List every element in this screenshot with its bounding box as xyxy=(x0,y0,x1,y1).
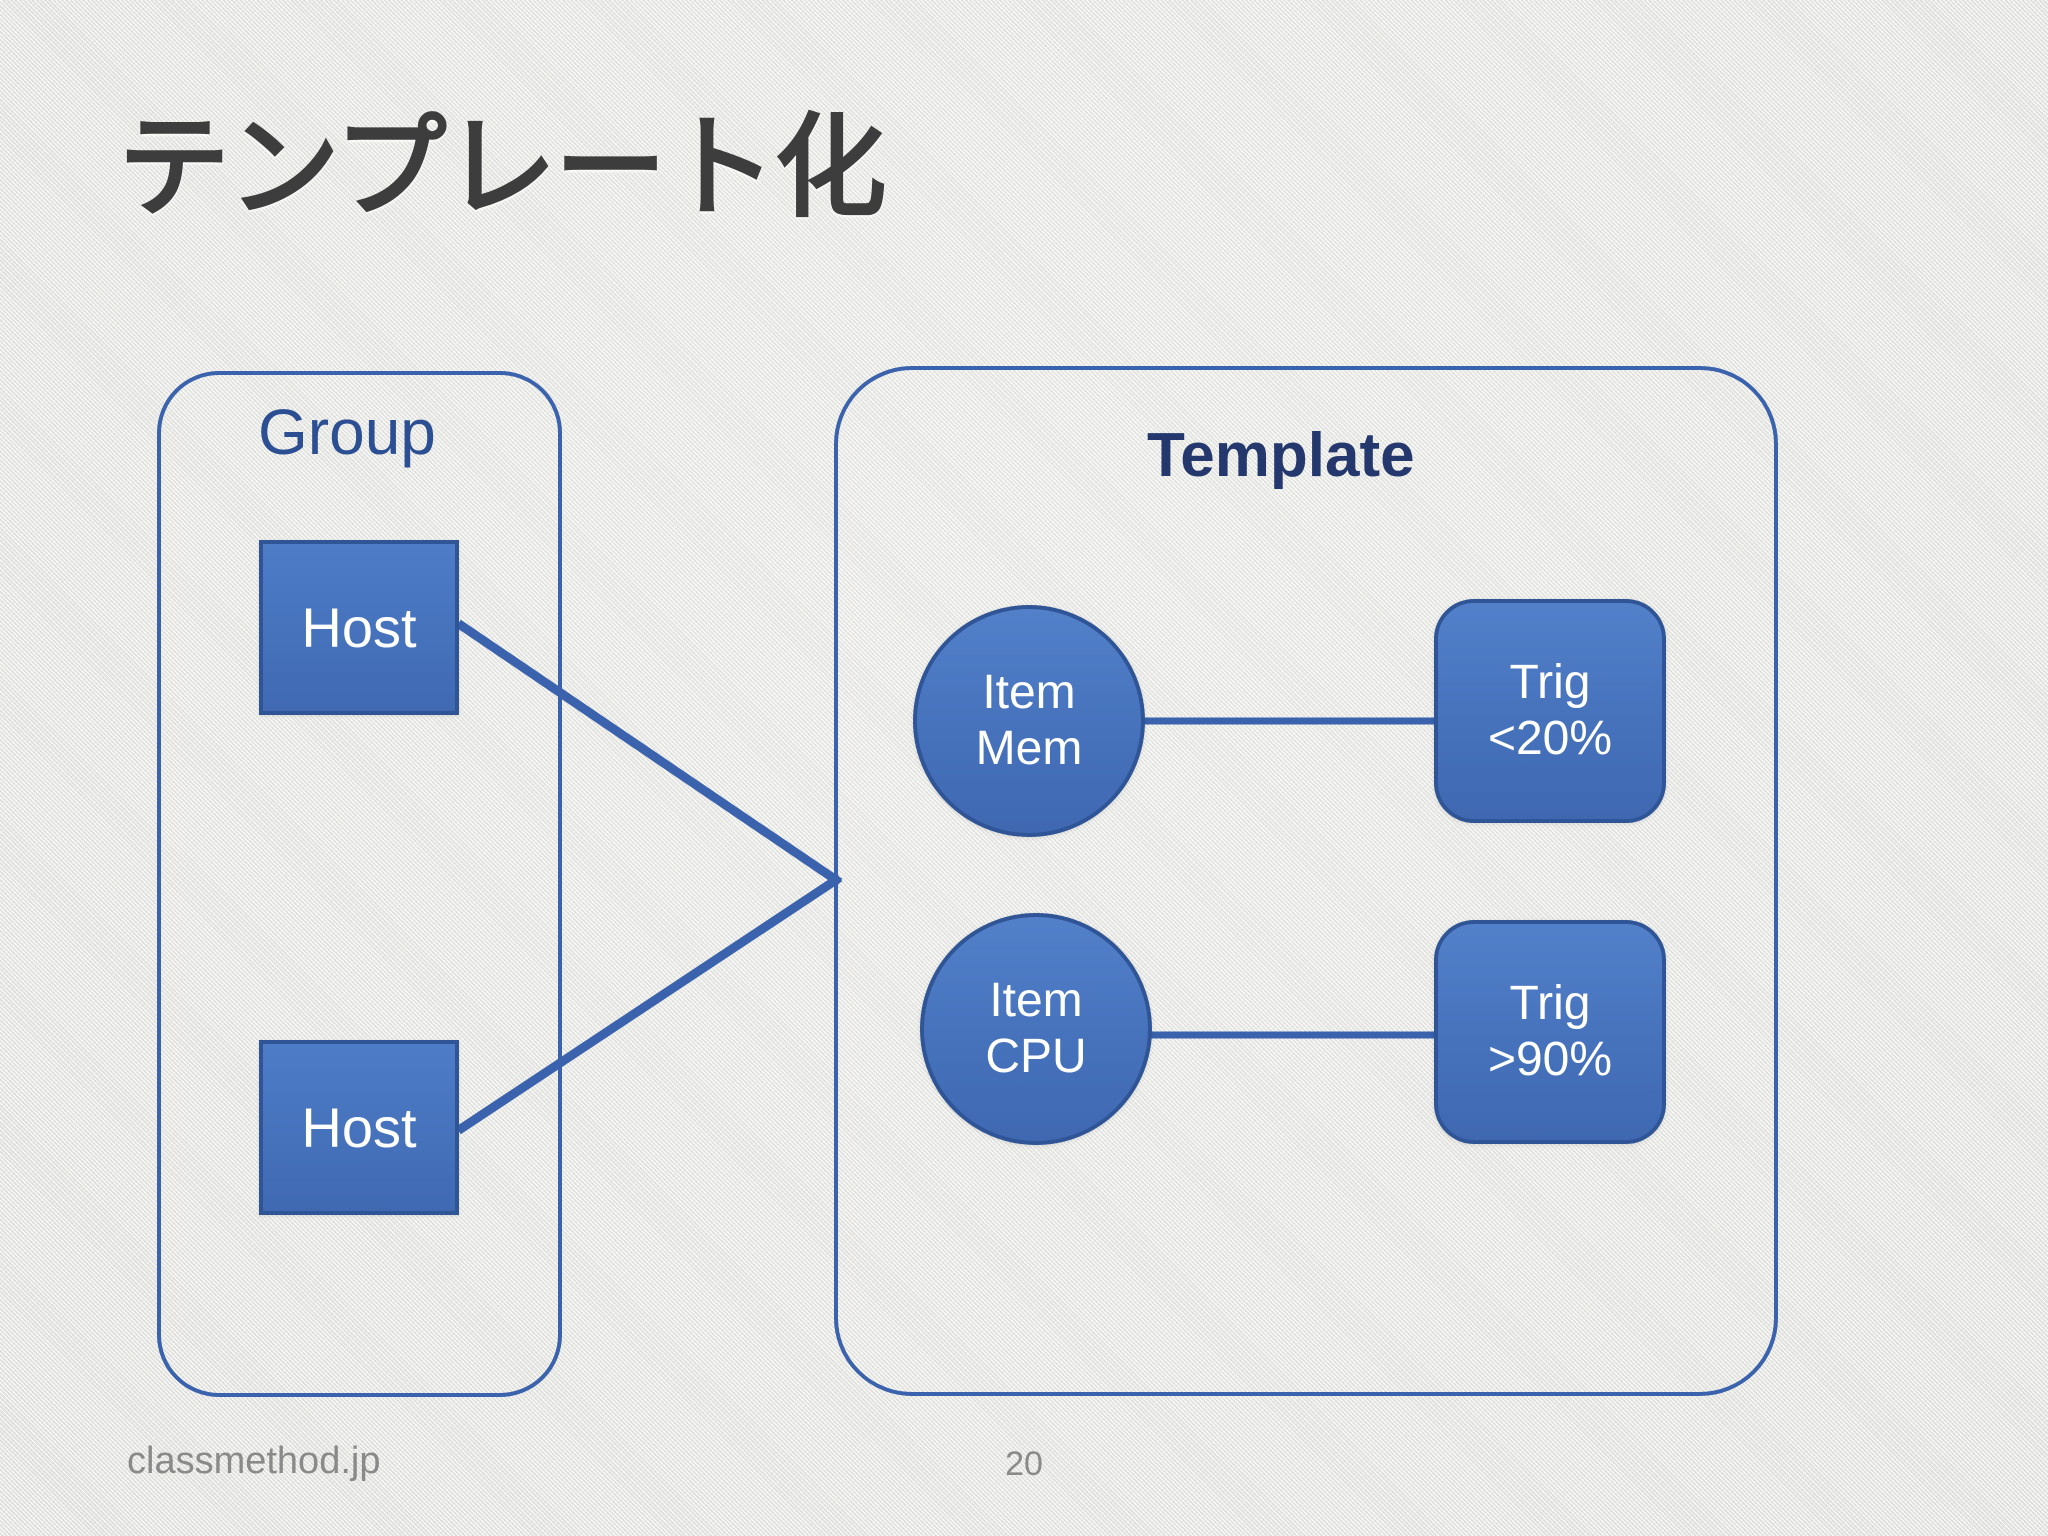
host-node-2-label: Host xyxy=(301,1095,417,1159)
trigger-node-mem-line2: <20% xyxy=(1487,712,1613,765)
trigger-node-cpu-line1: Trig xyxy=(1509,977,1591,1031)
item-node-mem-line2: Mem xyxy=(975,722,1083,775)
item-node-cpu-line1: Item xyxy=(989,974,1083,1028)
template-label: Template xyxy=(1147,421,1415,490)
host-node-1[interactable]: Host xyxy=(259,540,459,715)
host-node-2[interactable]: Host xyxy=(259,1040,459,1215)
trigger-node-cpu[interactable]: Trig >90% xyxy=(1434,920,1666,1144)
trigger-node-cpu-line2: >90% xyxy=(1487,1033,1613,1086)
page-title: テンプレート化 xyxy=(118,105,887,230)
item-node-cpu-line2: CPU xyxy=(985,1030,1087,1083)
group-container xyxy=(157,371,562,1397)
trigger-node-mem[interactable]: Trig <20% xyxy=(1434,599,1666,823)
trigger-node-mem-line1: Trig xyxy=(1509,656,1591,710)
item-node-mem-line1: Item xyxy=(982,666,1076,720)
page-number: 20 xyxy=(1005,1445,1043,1483)
footer-brand: classmethod.jp xyxy=(127,1440,381,1482)
group-label: Group xyxy=(258,396,436,468)
host-node-1-label: Host xyxy=(301,595,417,659)
item-node-mem[interactable]: Item Mem xyxy=(913,605,1145,837)
template-container xyxy=(834,366,1778,1396)
item-node-cpu[interactable]: Item CPU xyxy=(920,913,1152,1145)
